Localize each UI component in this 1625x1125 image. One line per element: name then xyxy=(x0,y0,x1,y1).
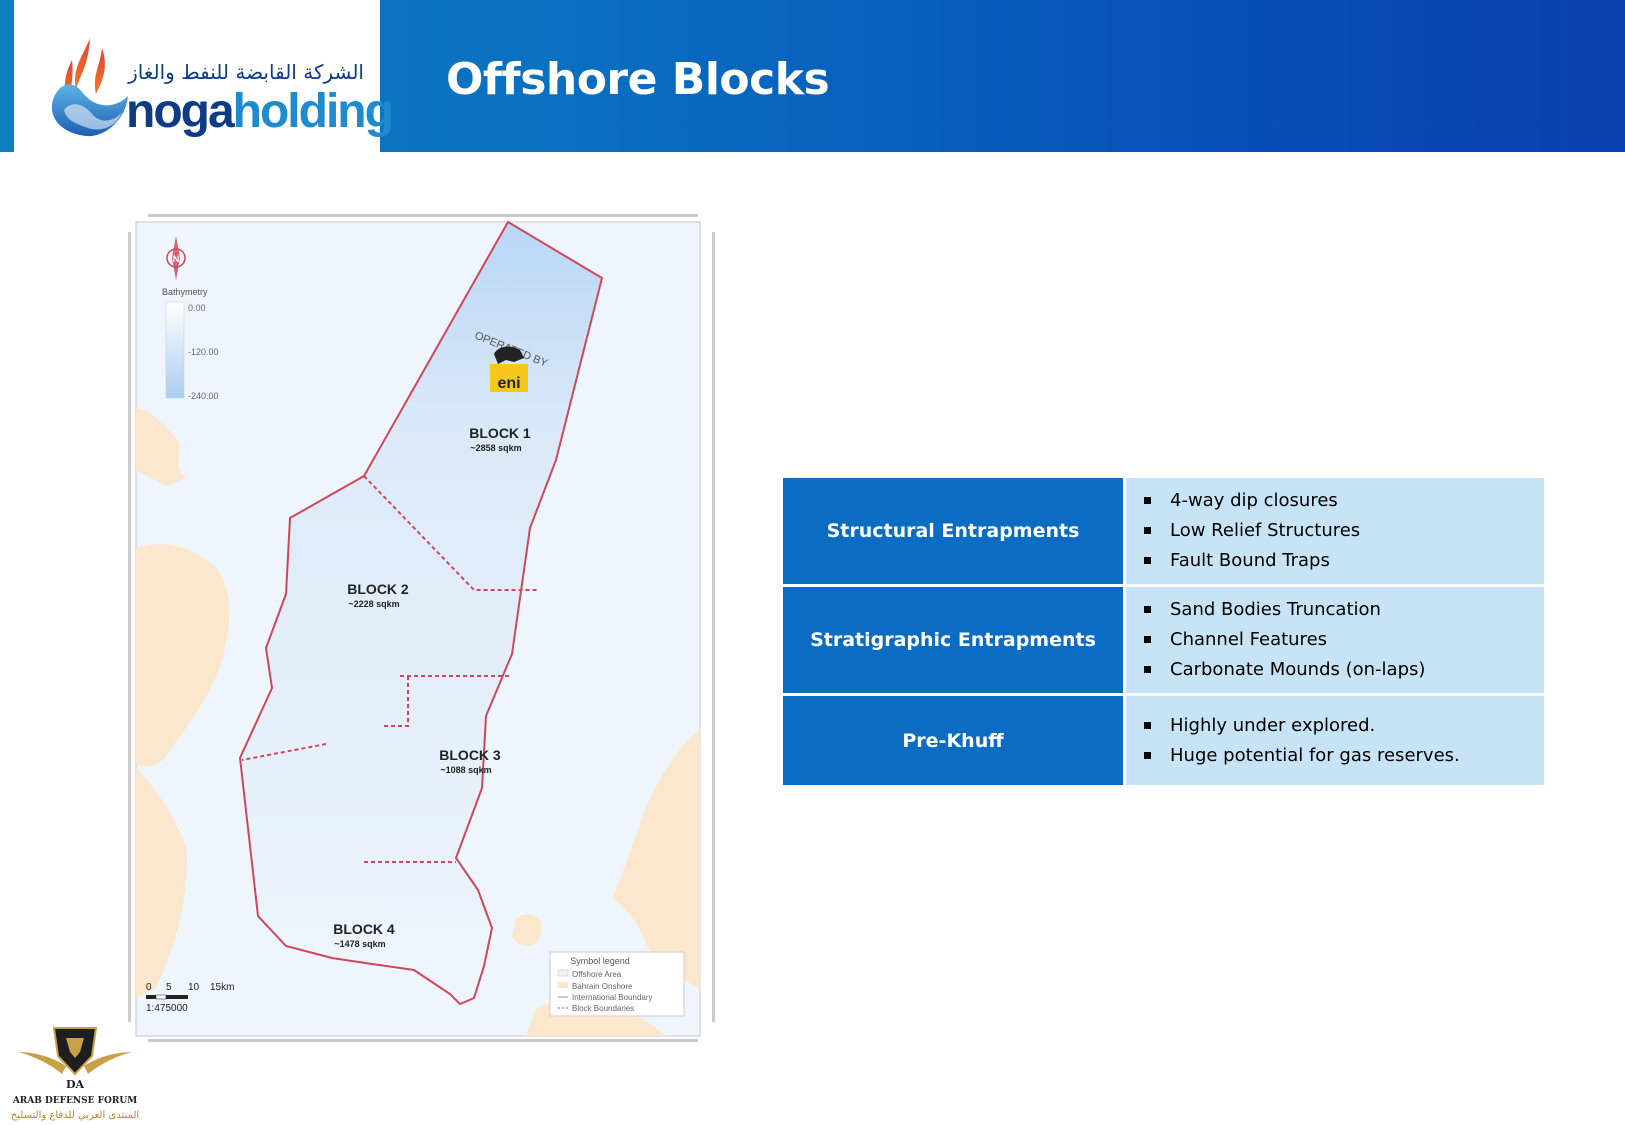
watermark-initials: DA xyxy=(66,1078,85,1091)
list-item: Carbonate Mounds (on-laps) xyxy=(1144,655,1544,685)
legend-item-international: International Boundary xyxy=(572,993,653,1002)
list-item: Huge potential for gas reserves. xyxy=(1144,741,1544,771)
list-item: Sand Bodies Truncation xyxy=(1144,595,1544,625)
forum-watermark: DA ARAB DEFENSE FORUM المنتدى العربي للد… xyxy=(10,1022,140,1122)
row-label-structural: Structural Entrapments xyxy=(780,475,1126,587)
scale-label-10: 10 xyxy=(188,982,200,993)
scale-label-15: 15km xyxy=(210,982,234,993)
block-3-label: BLOCK 3 xyxy=(439,747,501,763)
logo-wordmark: nogaholding xyxy=(126,84,394,139)
block-boundaries xyxy=(241,475,538,863)
list-item: Channel Features xyxy=(1144,625,1544,655)
row-items-stratigraphic: Sand Bodies Truncation Channel Features … xyxy=(1123,584,1547,696)
symbol-legend: Symbol legend Offshore Area Bahrain Onsh… xyxy=(549,951,685,1017)
table-row: Stratigraphic Entrapments Sand Bodies Tr… xyxy=(780,584,1547,696)
list-item: Low Relief Structures xyxy=(1144,516,1544,546)
block-2-label: BLOCK 2 xyxy=(347,581,409,597)
offshore-blocks-map: N Bathymetry 0.00 -120.00 -240.00 OPERAT… xyxy=(126,208,720,1046)
land-areas xyxy=(136,408,700,1036)
bathymetry-colorbar xyxy=(165,301,185,399)
header-banner: الشركة القابضة للنفط والغاز nogaholding … xyxy=(0,0,1625,152)
scale-label-0: 0 xyxy=(146,982,152,993)
row-items-prekhuff: Highly under explored. Huge potential fo… xyxy=(1123,693,1547,788)
logo-wordmark-part1: noga xyxy=(126,85,235,138)
watermark-english: ARAB DEFENSE FORUM xyxy=(12,1096,138,1106)
coordinate-ticks xyxy=(128,214,715,1042)
table-row: Structural Entrapments 4-way dip closure… xyxy=(780,475,1547,587)
list-item: Highly under explored. xyxy=(1144,711,1544,741)
scale-ratio: 1:475000 xyxy=(146,1003,188,1014)
watermark-arabic: المنتدى العربي للدفاع والتسليح xyxy=(10,1110,140,1121)
block-4-area: ~1478 sqkm xyxy=(334,939,385,949)
bathymetry-tick-1: -120.00 xyxy=(188,347,219,357)
eni-logo: eni xyxy=(490,346,528,392)
bathymetry-tick-2: -240.00 xyxy=(188,391,219,401)
table-row: Pre-Khuff Highly under explored. Huge po… xyxy=(780,693,1547,788)
scale-bar: 0 5 10 15km 1:475000 xyxy=(146,982,234,1014)
north-arrow-icon: N xyxy=(166,236,186,280)
map-svg: N Bathymetry 0.00 -120.00 -240.00 OPERAT… xyxy=(128,214,715,1042)
legend-title: Symbol legend xyxy=(570,956,630,966)
legend-item-onshore: Bahrain Onshore xyxy=(572,982,633,991)
bathymetry-title: Bathymetry xyxy=(162,287,208,297)
row-label-prekhuff: Pre-Khuff xyxy=(780,693,1126,788)
block-4-label: BLOCK 4 xyxy=(333,921,395,937)
north-label: N xyxy=(173,254,180,264)
list-item: 4-way dip closures xyxy=(1144,486,1544,516)
block-2-area: ~2228 sqkm xyxy=(348,599,399,609)
flame-logo-icon xyxy=(51,38,128,137)
block-3-area: ~1088 sqkm xyxy=(440,765,491,775)
block-1-area: ~2858 sqkm xyxy=(470,443,521,453)
list-item: Fault Bound Traps xyxy=(1144,546,1544,576)
page-title: Offshore Blocks xyxy=(446,54,830,105)
offshore-area xyxy=(238,220,604,1006)
legend-item-offshore: Offshore Area xyxy=(572,970,622,979)
eagle-emblem-icon: DA xyxy=(18,1027,132,1091)
logo-arabic-text: الشركة القابضة للنفط والغاز xyxy=(128,60,364,84)
row-label-stratigraphic: Stratigraphic Entrapments xyxy=(780,584,1126,696)
block-1-label: BLOCK 1 xyxy=(469,425,531,441)
entrapments-table: Structural Entrapments 4-way dip closure… xyxy=(780,475,1547,788)
row-items-structural: 4-way dip closures Low Relief Structures… xyxy=(1123,475,1547,587)
logo-wordmark-part2: holding xyxy=(232,85,394,138)
company-logo: الشركة القابضة للنفط والغاز nogaholding xyxy=(14,0,394,152)
six-legged-dog-icon xyxy=(494,346,524,364)
eni-logo-text: eni xyxy=(497,375,520,392)
bathymetry-tick-0: 0.00 xyxy=(188,303,206,313)
scale-label-5: 5 xyxy=(166,982,172,993)
legend-item-blocks: Block Boundaries xyxy=(572,1004,634,1013)
